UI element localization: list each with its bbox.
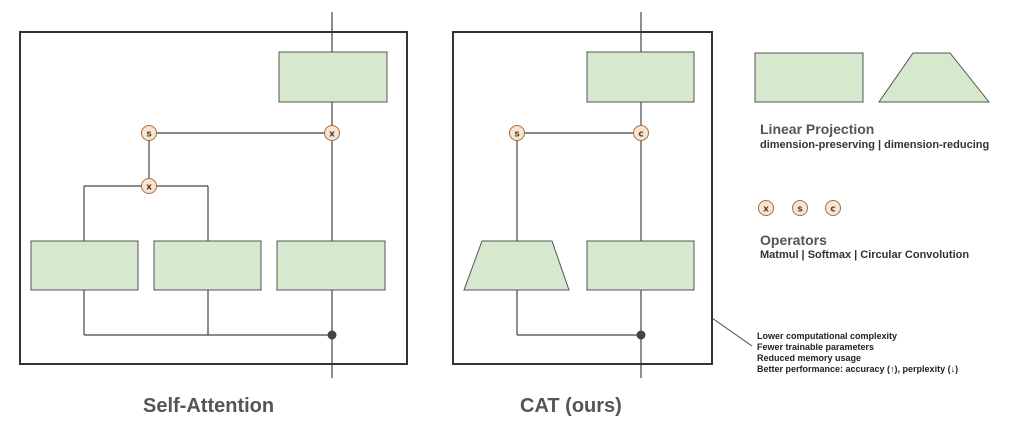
cat-softmax-operator: s bbox=[509, 125, 525, 141]
self-attention-title: Self-Attention bbox=[143, 395, 275, 417]
benefit-item: Reduced memory usage bbox=[757, 353, 862, 363]
cat-title: CAT (ours) bbox=[520, 395, 622, 417]
benefits-pointer-line bbox=[711, 317, 753, 347]
legend-convolution-operator: c bbox=[825, 200, 841, 216]
linear-projection-heading: Linear Projection bbox=[760, 121, 875, 137]
operators-heading: Operators bbox=[760, 232, 827, 248]
svg-text:s: s bbox=[514, 130, 519, 140]
benefit-item: Better performance: accuracy (↑), perple… bbox=[757, 364, 959, 374]
sa-query-projection-block bbox=[30, 240, 139, 291]
sa-output-projection-block bbox=[278, 51, 388, 103]
legend-dimension-preserving-block bbox=[754, 52, 864, 103]
cat-residual-junction-dot bbox=[636, 330, 646, 340]
svg-text:x: x bbox=[146, 183, 152, 193]
sa-key-projection-block bbox=[153, 240, 262, 291]
svg-text:x: x bbox=[763, 205, 769, 215]
cat-value-projection-block bbox=[586, 240, 695, 291]
sa-matmul-operator-lower: x bbox=[141, 178, 157, 194]
cat-output-projection-block bbox=[586, 51, 695, 103]
legend-dimension-reducing-block bbox=[878, 52, 991, 103]
svg-text:s: s bbox=[797, 205, 802, 215]
operators-subtitle: Matmul | Softmax | Circular Convolution bbox=[760, 249, 970, 261]
cat-circular-convolution-operator: c bbox=[633, 125, 649, 141]
sa-residual-junction-dot bbox=[327, 330, 337, 340]
benefit-item: Fewer trainable parameters bbox=[757, 342, 875, 352]
linear-projection-subtitle: dimension-preserving | dimension-reducin… bbox=[760, 139, 990, 151]
cat-panel: s c bbox=[452, 12, 753, 378]
self-attention-frame bbox=[19, 31, 408, 365]
svg-text:s: s bbox=[146, 130, 151, 140]
sa-value-projection-block bbox=[276, 240, 386, 291]
svg-text:x: x bbox=[329, 130, 335, 140]
sa-matmul-operator-top: x bbox=[324, 125, 340, 141]
cat-frame bbox=[452, 31, 713, 365]
legend-matmul-operator: x bbox=[758, 200, 774, 216]
svg-text:c: c bbox=[830, 205, 835, 215]
cat-dimension-reducing-projection bbox=[463, 240, 570, 291]
self-attention-panel: s x x bbox=[19, 12, 408, 378]
legend-softmax-operator: s bbox=[792, 200, 808, 216]
benefit-item: Lower computational complexity bbox=[757, 331, 898, 341]
svg-text:c: c bbox=[638, 130, 643, 140]
legend: x s c bbox=[754, 52, 991, 216]
self-attention-connections bbox=[83, 12, 333, 378]
sa-softmax-operator: s bbox=[141, 125, 157, 141]
benefits-list: Lower computational complexity Fewer tra… bbox=[757, 331, 958, 375]
